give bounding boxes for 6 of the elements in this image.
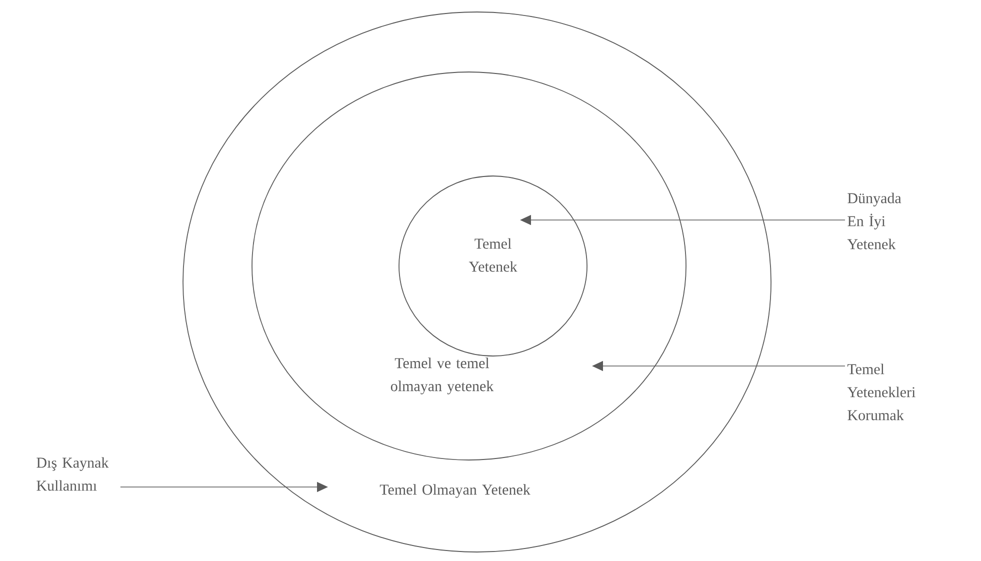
ring-label: Temel ve temel olmayan yetenek: [390, 358, 494, 394]
side-label: Temel Yetenekleri Korumak: [847, 364, 916, 420]
side-label: Dünyada En İyi Yetenek: [847, 192, 902, 250]
ring-label: Temel Olmayan Yetenek: [380, 484, 530, 498]
side-label: Dış Kaynak Kullanımı: [36, 457, 109, 491]
ring-label: Temel Yetenek: [468, 238, 518, 272]
